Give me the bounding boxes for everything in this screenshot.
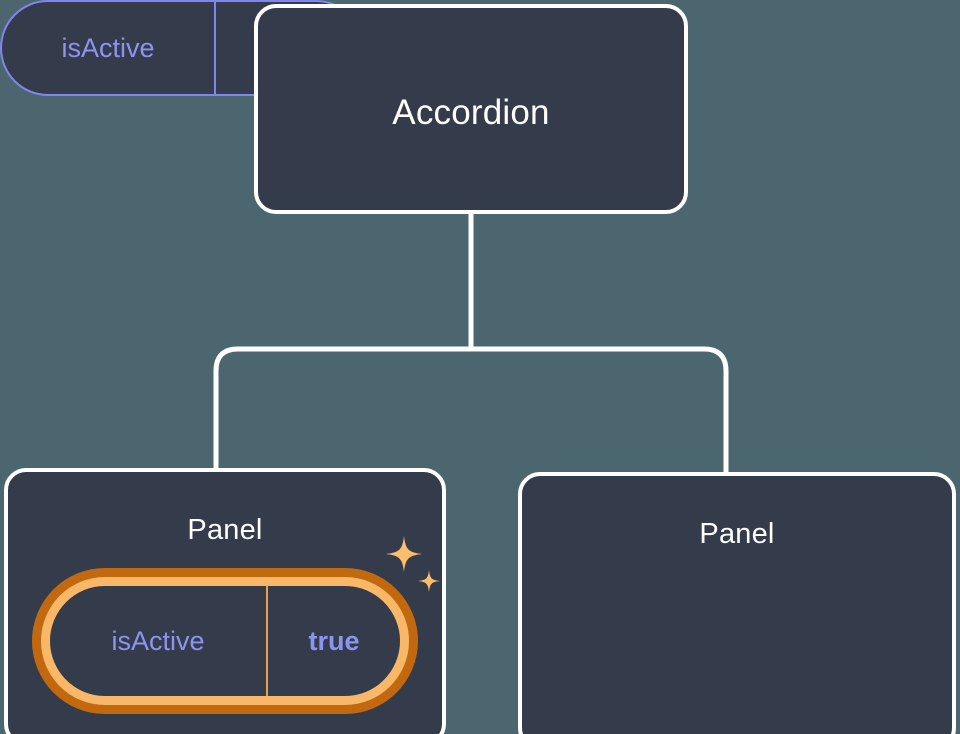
node-panel-left-label: Panel bbox=[187, 514, 263, 546]
prop-badge-left[interactable]: isActive true bbox=[50, 586, 400, 696]
prop-badge-left-inner-ring: isActive true bbox=[41, 577, 409, 705]
prop-badge-left-value: true bbox=[308, 625, 360, 656]
prop-badge-right-name: isActive bbox=[2, 2, 216, 94]
connector-branch-left bbox=[213, 346, 471, 472]
prop-badge-left-highlight-ring: isActive true bbox=[32, 568, 418, 714]
sparkle-large-icon bbox=[386, 536, 422, 572]
node-panel-right[interactable]: Panel bbox=[518, 472, 956, 734]
sparkle-small-icon bbox=[418, 570, 440, 592]
node-accordion[interactable]: Accordion bbox=[254, 4, 688, 214]
sparkle-icon bbox=[386, 536, 440, 592]
node-panel-right-label: Panel bbox=[699, 518, 775, 550]
prop-badge-left-name: isActive bbox=[50, 586, 268, 696]
node-accordion-label: Accordion bbox=[392, 93, 550, 132]
connector-branch-right bbox=[471, 346, 729, 474]
